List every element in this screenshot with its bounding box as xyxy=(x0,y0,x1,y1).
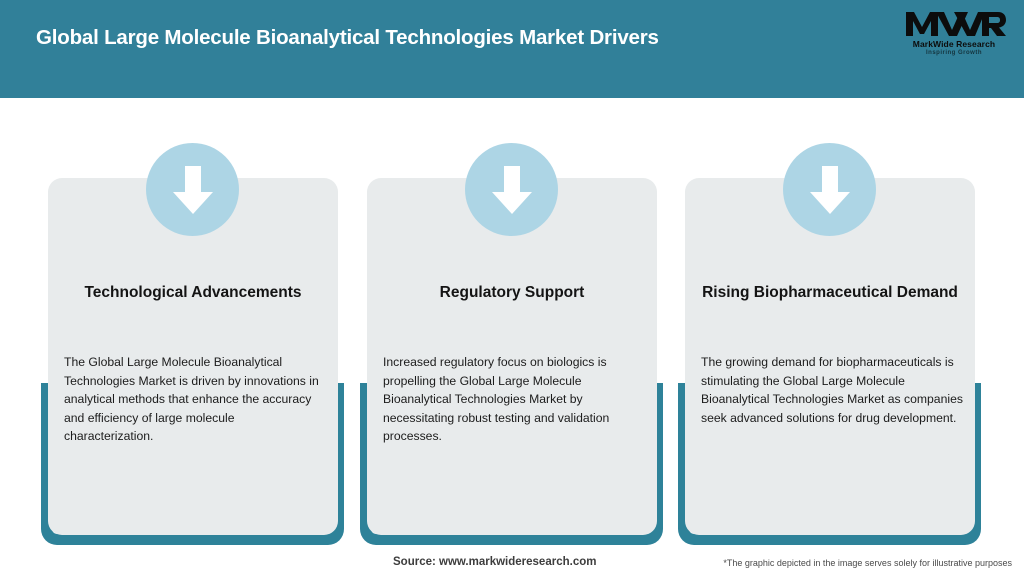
logo-tagline: Inspiring Growth xyxy=(926,50,982,56)
driver-card-3: Rising Biopharmaceutical Demand The grow… xyxy=(678,143,981,545)
card-body-text: The Global Large Molecule Bioanalytical … xyxy=(64,355,319,443)
footer-source-text: Source: www.markwideresearch.com xyxy=(393,556,597,568)
card-bracket-accent xyxy=(41,383,344,545)
logo-company-name: MarkWide Research xyxy=(912,39,996,49)
card-bracket-accent xyxy=(360,383,663,545)
footer-disclaimer-text: *The graphic depicted in the image serve… xyxy=(723,558,1012,568)
down-arrow-icon xyxy=(465,143,558,236)
page-header: Global Large Molecule Bioanalytical Tech… xyxy=(0,0,1024,98)
down-arrow-glyph xyxy=(172,165,213,214)
card-title: Rising Biopharmaceutical Demand xyxy=(702,284,958,301)
card-panel: Regulatory Support Increased regulatory … xyxy=(367,178,657,535)
down-arrow-glyph xyxy=(809,165,850,214)
card-panel: Rising Biopharmaceutical Demand The grow… xyxy=(685,178,975,535)
driver-card-2: Regulatory Support Increased regulatory … xyxy=(360,143,663,545)
down-arrow-icon xyxy=(146,143,239,236)
card-title: Technological Advancements xyxy=(84,284,302,301)
card-bracket-accent xyxy=(678,383,981,545)
mwr-logomark-icon xyxy=(906,12,1006,36)
card-body-text: Increased regulatory focus on biologics … xyxy=(383,355,610,443)
down-arrow-glyph xyxy=(491,165,532,214)
card-body-text: The growing demand for biopharmaceutical… xyxy=(701,355,963,425)
down-arrow-icon xyxy=(783,143,876,236)
card-panel: Technological Advancements The Global La… xyxy=(48,178,338,535)
driver-card-1: Technological Advancements The Global La… xyxy=(41,143,344,545)
card-title: Regulatory Support xyxy=(439,284,585,301)
page-title: Global Large Molecule Bioanalytical Tech… xyxy=(36,26,659,49)
brand-logo: MarkWide Research Inspiring Growth xyxy=(902,8,1006,64)
